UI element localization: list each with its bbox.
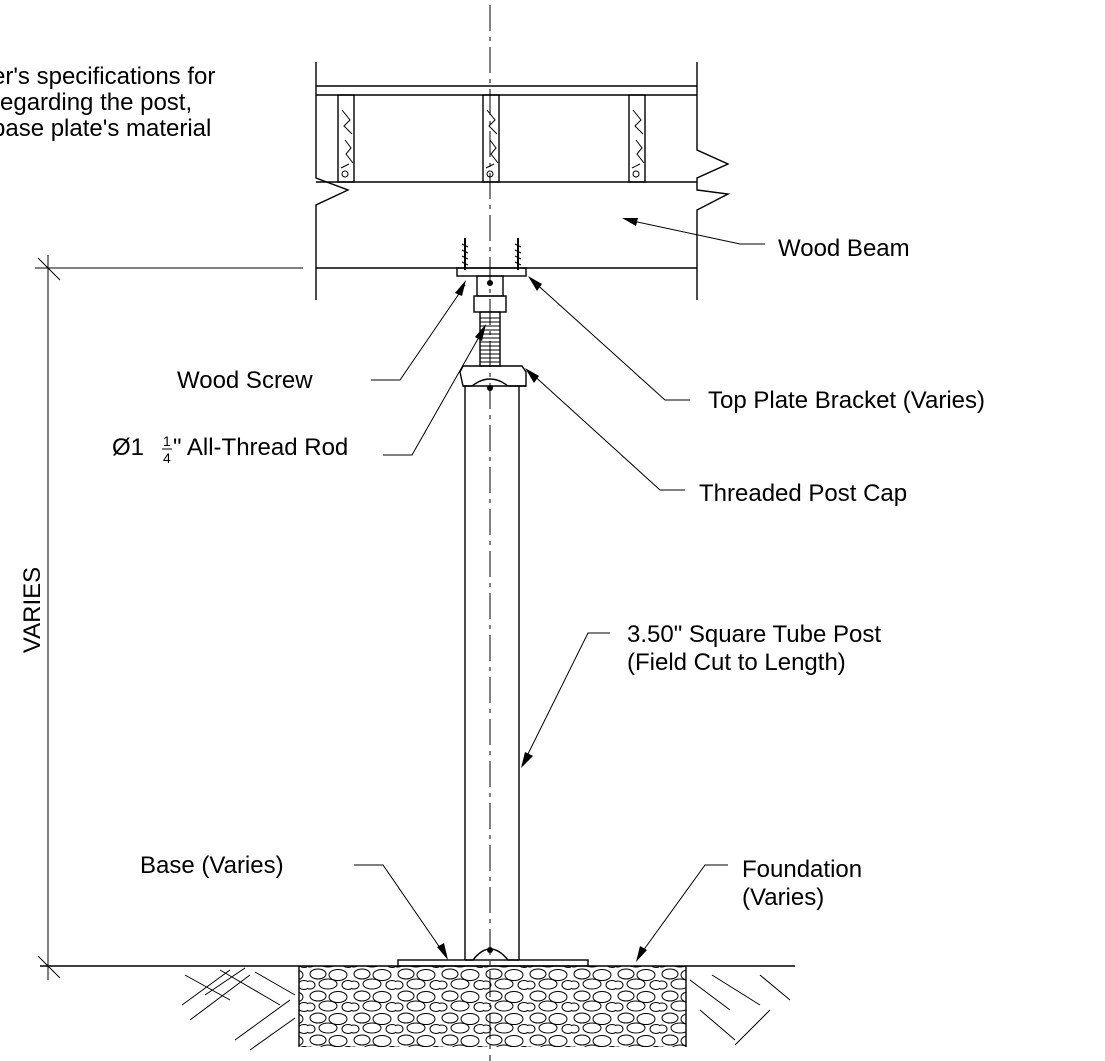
note-line-3: base plate's material <box>0 115 211 142</box>
callout-wood-beam: Wood Beam <box>622 218 910 262</box>
label-foundation-line-2: (Varies) <box>742 884 824 911</box>
label-base: Base (Varies) <box>140 852 284 879</box>
callout-base: Base (Varies) <box>140 852 448 960</box>
label-wood-screw: Wood Screw <box>177 367 313 394</box>
square-tube-post <box>464 386 520 960</box>
callout-wood-screw: Wood Screw <box>177 280 466 394</box>
dimension-label: VARIES <box>19 567 46 653</box>
rod-fraction-denominator: 4 <box>163 450 171 466</box>
callout-square-tube-post: 3.50" Square Tube Post (Field Cut to Len… <box>521 621 881 768</box>
label-post-line-1: 3.50" Square Tube Post <box>627 621 881 648</box>
callout-top-plate-bracket: Top Plate Bracket (Varies) <box>528 276 985 414</box>
label-wood-beam: Wood Beam <box>778 235 910 262</box>
foundation <box>40 965 795 1051</box>
callout-threaded-post-cap: Threaded Post Cap <box>525 368 907 507</box>
rod-diameter-prefix: Ø1 <box>112 434 144 461</box>
note-line-2: regarding the post, <box>0 89 192 116</box>
label-top-plate-bracket: Top Plate Bracket (Varies) <box>708 387 985 414</box>
wood-screws <box>461 238 522 270</box>
base-plate <box>397 947 589 967</box>
rod-label-suffix: " All-Thread Rod <box>173 434 348 461</box>
label-foundation-line-1: Foundation <box>742 856 862 883</box>
label-post-line-2: (Field Cut to Length) <box>627 649 846 676</box>
rod-fraction-numerator: 1 <box>163 433 171 449</box>
threaded-post-cap <box>459 365 527 391</box>
dimension-varies: VARIES <box>19 255 303 980</box>
note-line-1: er's specifications for <box>0 63 215 90</box>
label-threaded-post-cap: Threaded Post Cap <box>699 480 907 507</box>
top-plate-bracket <box>456 267 527 297</box>
callout-all-thread-rod: Ø1 1 4 " All-Thread Rod <box>112 324 486 466</box>
label-all-thread-rod: Ø1 <box>112 434 144 461</box>
general-note: er's specifications for regarding the po… <box>0 63 215 142</box>
callout-foundation: Foundation (Varies) <box>636 856 862 962</box>
wood-beam <box>315 62 731 300</box>
